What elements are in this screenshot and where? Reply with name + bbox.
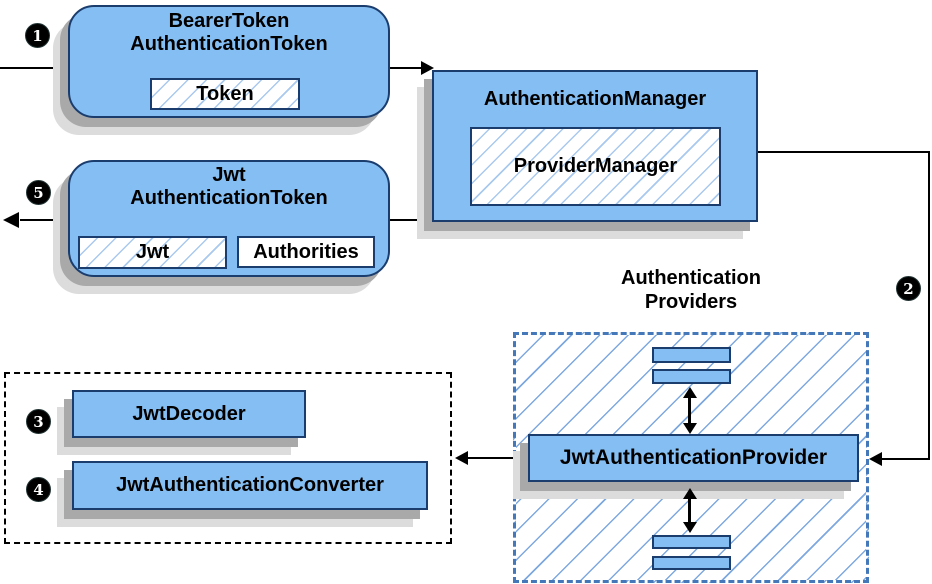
step-marker-2-number: 2 [903, 279, 914, 298]
arrowhead-up-icon [683, 387, 697, 398]
authentication-manager-title: AuthenticationManager [483, 88, 707, 110]
authorities-chip-label: Authorities [253, 240, 359, 263]
step-marker-4: 4 [26, 477, 51, 502]
jwt-authentication-converter-node: JwtAuthenticationConverter [72, 461, 428, 510]
jwt-chip-label: Jwt [135, 241, 170, 263]
step-marker-5: 5 [26, 180, 51, 205]
bearer-token-title-line1: BearerToken [168, 10, 290, 32]
step-marker-1: 1 [25, 23, 50, 48]
provider-manager-chip: ProviderManager [470, 127, 721, 206]
arrowhead-left-icon [455, 451, 468, 465]
provider-stack-link-bottom [688, 497, 691, 524]
jwt-token-title-line1: Jwt [212, 164, 246, 186]
step-marker-5-number: 5 [33, 183, 44, 202]
arrowhead-down-icon [683, 522, 697, 533]
authorities-chip: Authorities [237, 236, 375, 268]
jwt-authentication-provider-label: JwtAuthenticationProvider [559, 446, 828, 469]
manager-to-jwttoken-line [390, 219, 433, 221]
arrowhead-left-icon [869, 452, 882, 466]
manager-to-provider-line-h [758, 151, 930, 153]
bearer-token-node-title: BearerToken AuthenticationToken [68, 10, 390, 56]
manager-to-provider-line-v [928, 151, 930, 460]
step-marker-1-number: 1 [32, 26, 43, 45]
token-chip-label: Token [196, 82, 254, 105]
jwt-decoder-node: JwtDecoder [72, 390, 306, 438]
bearer-token-title-line2: AuthenticationToken [130, 33, 328, 55]
providers-group-label-line2: Providers [644, 291, 738, 313]
arrowhead-up-icon [683, 488, 697, 499]
provider-stack-link-top [688, 396, 691, 425]
provider-manager-chip-label: ProviderManager [513, 155, 678, 177]
jwt-chip: Jwt [78, 236, 227, 269]
jwt-authentication-provider-node: JwtAuthenticationProvider [528, 434, 859, 482]
provider-stack-bar [652, 535, 731, 549]
provider-stack-bar [652, 556, 731, 570]
providers-group-label: Authentication Providers [556, 266, 826, 314]
step-marker-4-number: 4 [33, 480, 44, 499]
step-marker-2: 2 [896, 276, 921, 301]
incoming-request-line [0, 67, 67, 69]
token-chip: Token [150, 78, 300, 110]
provider-stack-bar [652, 369, 731, 384]
arrowhead-down-icon [683, 423, 697, 434]
jwt-authentication-token-title: Jwt AuthenticationToken [68, 164, 390, 210]
arrowhead-left-icon [3, 212, 19, 228]
providers-group-label-line1: Authentication [621, 267, 761, 289]
provider-stack-bar [652, 347, 731, 363]
step-marker-3: 3 [26, 409, 51, 434]
jwt-authentication-converter-label: JwtAuthenticationConverter [116, 474, 384, 496]
provider-to-decoder-line [467, 457, 528, 459]
provider-entry-line [881, 458, 930, 460]
step-marker-3-number: 3 [33, 412, 44, 431]
jwttoken-exit-line [20, 219, 68, 221]
jwt-token-title-line2: AuthenticationToken [130, 187, 328, 209]
jwt-decoder-label: JwtDecoder [132, 402, 246, 425]
arrowhead-right-icon [421, 61, 434, 75]
bearer-to-manager-line [390, 67, 423, 69]
